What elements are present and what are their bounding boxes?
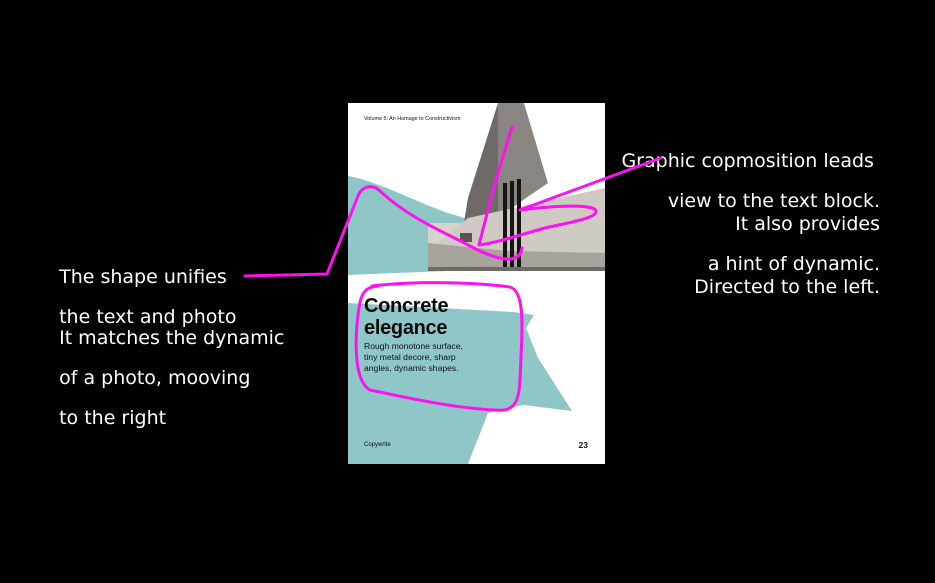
annotation-shape-unifies: The shape unifies the text and photo [47,247,236,327]
headline-line: elegance [364,317,448,339]
page-artwork [348,103,605,464]
annotation-hint-dynamic: It also provides a hint of dynamic. [696,194,880,274]
teal-shape-bottom-tail [348,433,468,464]
page-number: 23 [578,440,588,450]
annotation-line: of a photo, mooving [59,367,251,389]
annotation-line: view to the text block. [667,190,880,212]
architecture-photo [428,103,605,271]
headline: Concrete elegance [364,295,449,339]
annotation-line: The shape unifies [59,266,227,288]
annotation-line: Graphic copmosition leads [621,150,880,172]
annotation-directed-left: Directed to the left. [682,257,880,297]
magazine-page: Volume 5: An Homage to Constructivism Co… [348,103,605,464]
volume-title: Volume 5: An Homage to Constructivism [364,116,461,122]
annotation-line: to the right [59,407,167,429]
headline-line: Concrete [364,295,449,317]
annotation-line: It matches the dynamic [59,327,285,349]
annotation-line: a hint of dynamic. [707,253,880,275]
annotation-line: Directed to the left. [694,276,880,298]
body-line: angles, dynamic shapes. [364,363,459,373]
annotation-matches-dynamic: It matches the dynamic of a photo, moovi… [47,308,284,428]
body-line: tiny metal decore, sharp [364,352,456,362]
body-line: Rough monotone surface, [364,341,463,351]
annotation-line: the text and photo [59,306,237,328]
body-text: Rough monotone surface, tiny metal decor… [364,341,489,374]
footer-copywrite: Copywrite [364,442,391,448]
annotation-line: It also provides [735,213,880,235]
